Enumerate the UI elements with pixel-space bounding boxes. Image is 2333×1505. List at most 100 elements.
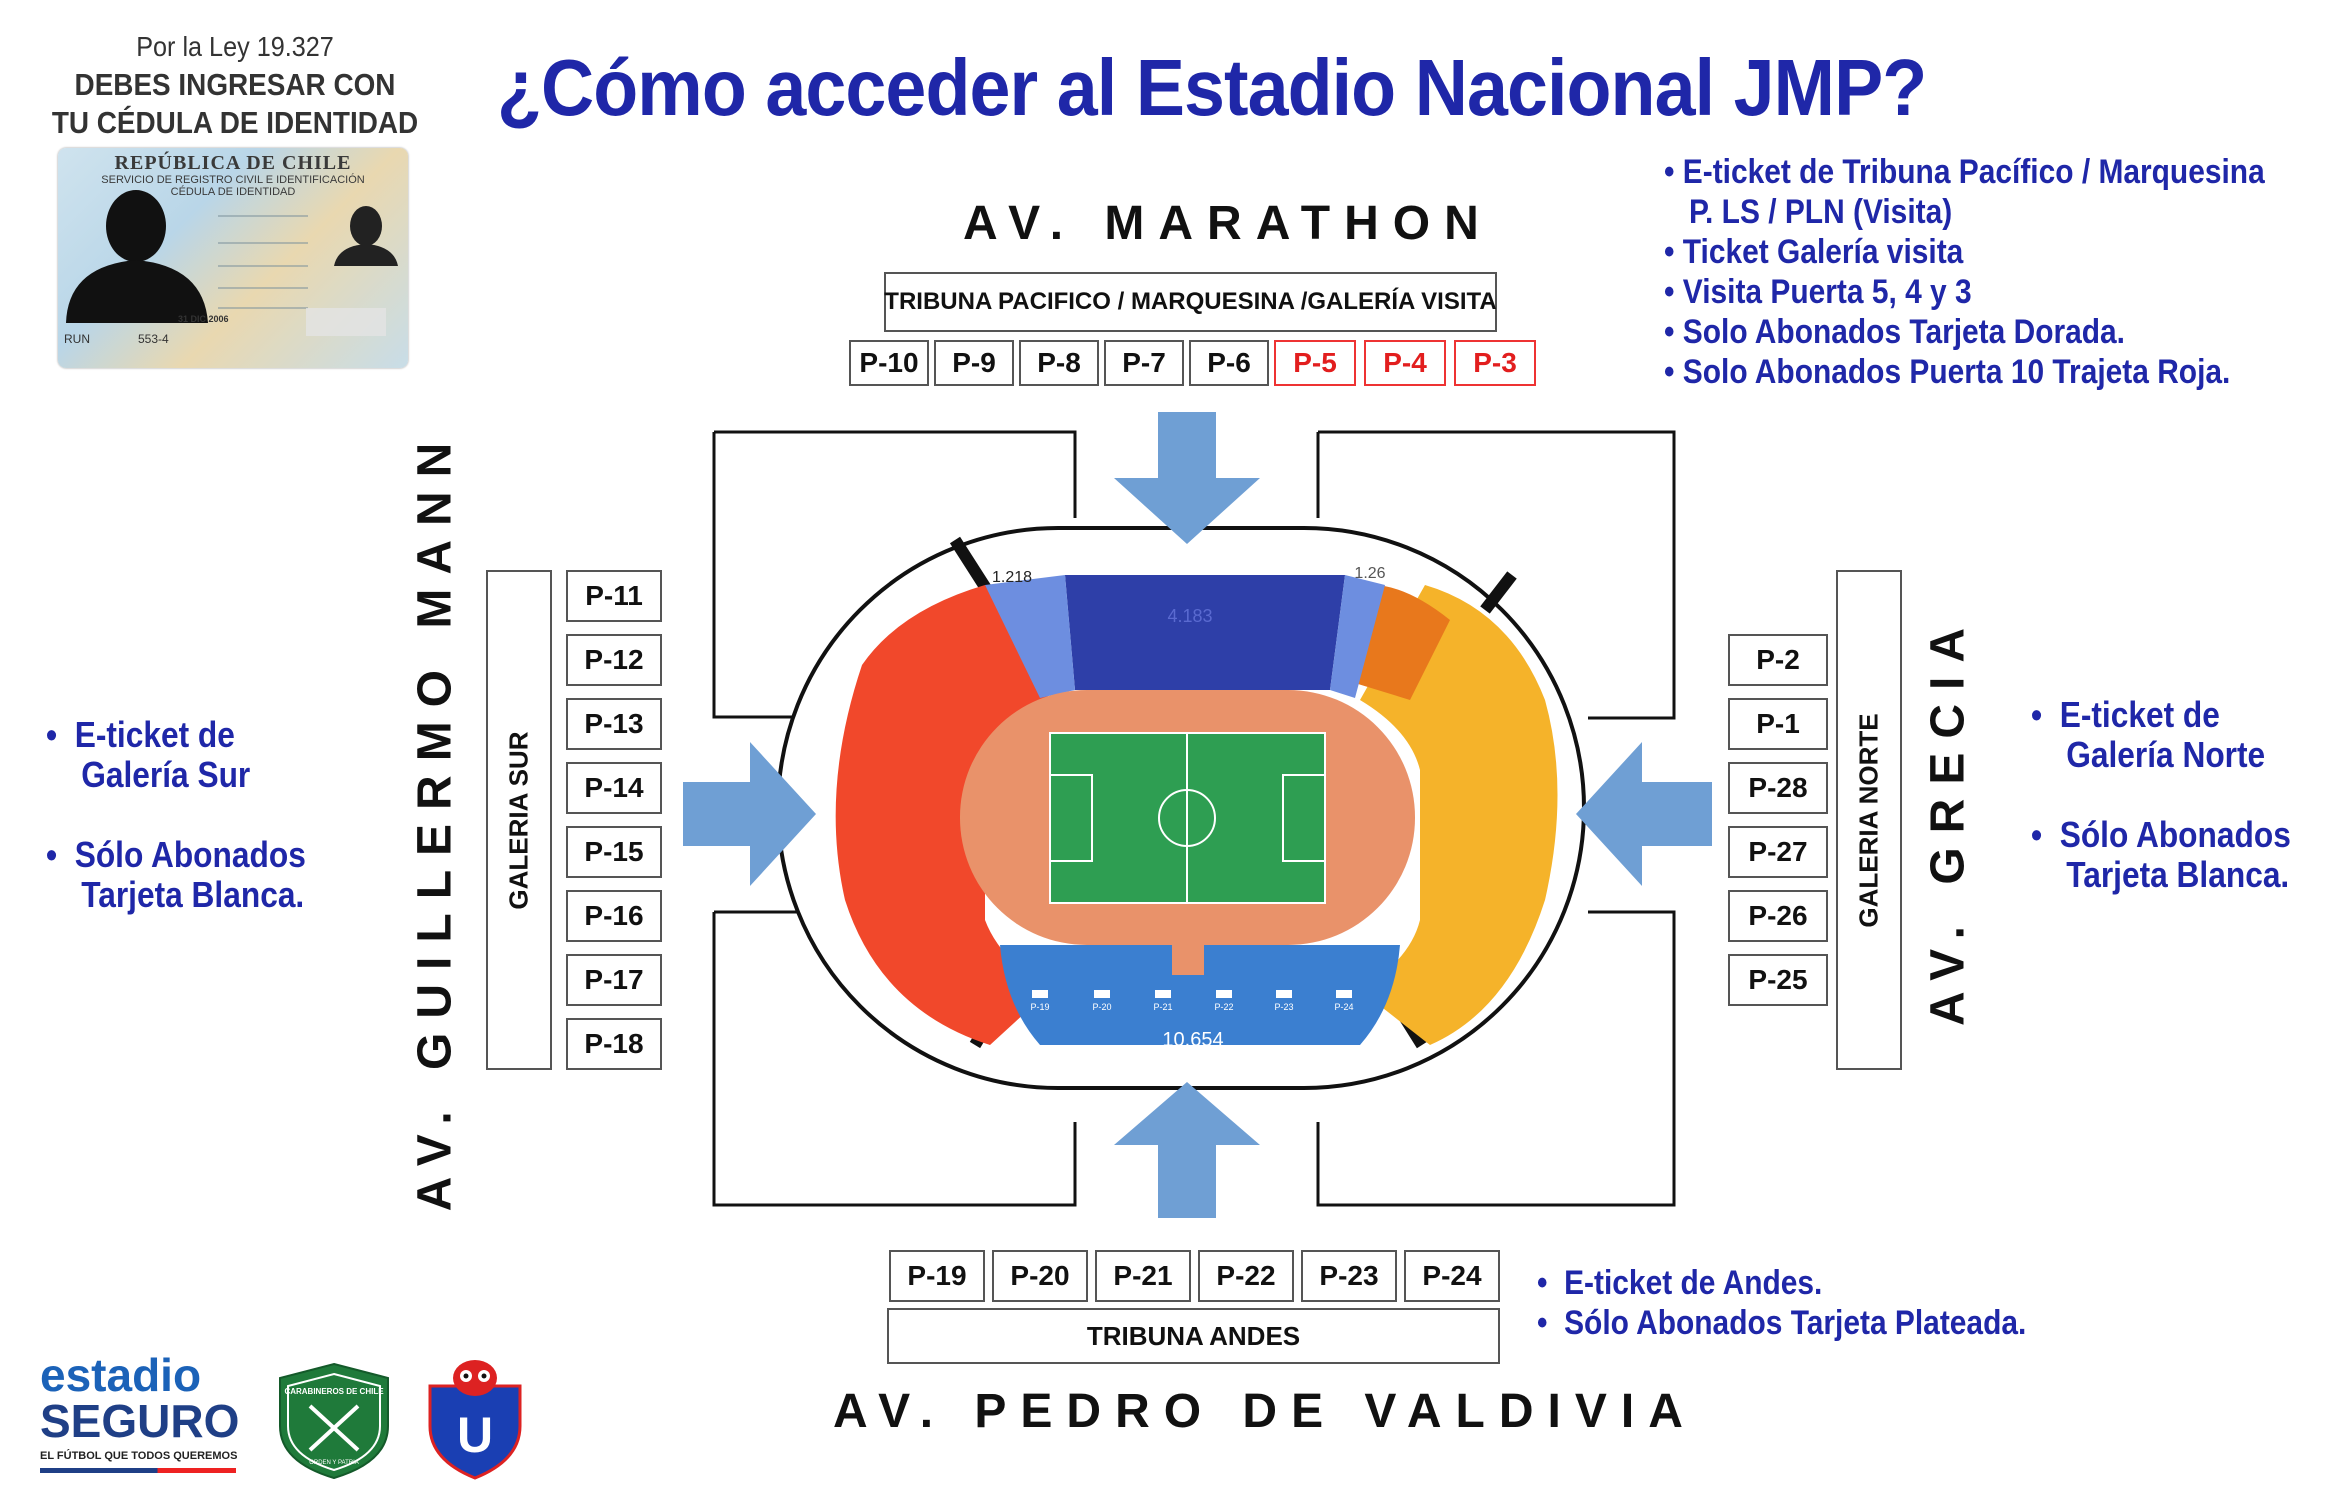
gate-p-12: P-12	[566, 634, 662, 686]
west-small-label: 1.218	[992, 569, 1032, 586]
section-south-box: TRIBUNA ANDES	[887, 1308, 1500, 1364]
gate-p-2: P-2	[1728, 634, 1828, 686]
south-stand-gate-marker	[1276, 990, 1292, 998]
id-card-run-value: 553-4	[138, 332, 169, 346]
south-stand-gate-label: P-23	[1274, 1002, 1293, 1012]
south-stand-gate-marker	[1216, 990, 1232, 998]
gate-p-15: P-15	[566, 826, 662, 878]
gate-p-18: P-18	[566, 1018, 662, 1070]
info-right-line: • Sólo Abonados	[2031, 814, 2291, 855]
south-capacity-label: 10.654	[1162, 1029, 1223, 1051]
south-stand-gate-label: P-21	[1153, 1002, 1172, 1012]
boundary-north-west	[714, 430, 1077, 518]
avenue-west: AV. GUILLERMO MANN	[408, 428, 462, 1212]
id-card-date: 31 DIC 2006	[178, 314, 229, 324]
law-line-2: DEBES INGRESAR CON	[74, 67, 396, 102]
arrow-north	[1114, 412, 1260, 544]
estadio-logo-stripe	[40, 1468, 236, 1473]
law-line-1: Por la Ley 19.327	[136, 31, 334, 62]
info-top-line: • Ticket Galería visita	[1664, 233, 1964, 271]
id-card-image: REPÚBLICA DE CHILE SERVICIO DE REGISTRO …	[58, 148, 408, 368]
info-left-line	[46, 795, 306, 835]
gate-p-28: P-28	[1728, 762, 1828, 814]
info-south: • E-ticket de Andes.• Sólo Abonados Tarj…	[1537, 1263, 2026, 1343]
south-stand-gate-label: P-19	[1030, 1002, 1049, 1012]
arrow-east	[1576, 742, 1712, 886]
gate-p-27: P-27	[1728, 826, 1828, 878]
avenue-north: AV. MARATHON	[963, 197, 1493, 250]
gate-p-21: P-21	[1095, 1250, 1191, 1302]
arrow-west	[683, 742, 816, 886]
carabineros-logo: CARABINEROS DE CHILE ORDEN Y PATRIA	[279, 1362, 389, 1480]
id-card-subtitle-2: CÉDULA DE IDENTIDAD	[170, 186, 296, 198]
arrow-south	[1114, 1082, 1260, 1218]
section-west-label: GALERIA SUR	[503, 730, 534, 910]
gate-p-9: P-9	[934, 340, 1014, 386]
gate-p-8: P-8	[1019, 340, 1099, 386]
id-card-run-label: RUN	[64, 332, 90, 346]
info-east: • E-ticket de Galería Norte • Sólo Abona…	[2031, 695, 2291, 895]
info-north: • E-ticket de Tribuna Pacífico / Marques…	[1664, 152, 2265, 392]
section-south-label: TRIBUNA ANDES	[1086, 1320, 1301, 1351]
info-left-line: Tarjeta Blanca.	[46, 874, 305, 915]
info-left-line: • Sólo Abonados	[46, 834, 306, 875]
info-right-line: Galería Norte	[2031, 734, 2266, 775]
gate-p-6: P-6	[1189, 340, 1269, 386]
universidad-de-chile-logo: U	[428, 1360, 522, 1480]
info-top-line: • Solo Abonados Tarjeta Dorada.	[1664, 313, 2126, 351]
section-west-box: GALERIA SUR	[486, 570, 552, 1070]
estadio-logo-line-2: SEGURO	[40, 1395, 240, 1447]
gate-p-19: P-19	[889, 1250, 985, 1302]
boundary-north-east	[1318, 430, 1676, 720]
gate-p-7: P-7	[1104, 340, 1184, 386]
gate-p-22: P-22	[1198, 1250, 1294, 1302]
south-stand-gate-marker	[1336, 990, 1352, 998]
info-top-line: P. LS / PLN (Visita)	[1664, 193, 1953, 231]
gate-p-20: P-20	[992, 1250, 1088, 1302]
section-east-box: GALERIA NORTE	[1836, 570, 1902, 1070]
south-stand-gate-marker	[1155, 990, 1171, 998]
south-stand-gate-label: P-24	[1334, 1002, 1353, 1012]
info-west: • E-ticket de Galería Sur • Sólo Abonado…	[46, 715, 306, 915]
estadio-seguro-logo: estadio SEGURO EL FÚTBOL QUE TODOS QUERE…	[40, 1352, 240, 1473]
info-right-line	[2031, 775, 2291, 815]
section-north-box: TRIBUNA PACIFICO / MARQUESINA /GALERÍA V…	[884, 272, 1497, 332]
south-stand-gate-marker	[1032, 990, 1048, 998]
info-left-line: • E-ticket de	[46, 714, 235, 755]
east-small-label: 1.26	[1354, 565, 1385, 582]
sector-east	[1360, 585, 1558, 1045]
avenue-south: AV. PEDRO DE VALDIVIA	[833, 1385, 1697, 1438]
gate-p-24: P-24	[1404, 1250, 1500, 1302]
info-bottom-line: • E-ticket de Andes.	[1537, 1264, 1823, 1302]
gate-p-16: P-16	[566, 890, 662, 942]
gate-p-4: P-4	[1364, 340, 1446, 386]
south-stand-gate-label: P-22	[1214, 1002, 1233, 1012]
gate-p-13: P-13	[566, 698, 662, 750]
gate-p-17: P-17	[566, 954, 662, 1006]
gate-p-5: P-5	[1274, 340, 1356, 386]
entry-arrows	[683, 412, 1712, 1218]
gate-p-25: P-25	[1728, 954, 1828, 1006]
gate-p-1: P-1	[1728, 698, 1828, 750]
info-top-line: • E-ticket de Tribuna Pacífico / Marques…	[1664, 153, 2265, 191]
estadio-logo-tagline: EL FÚTBOL QUE TODOS QUEREMOS	[40, 1450, 238, 1462]
u-letter: U	[457, 1407, 493, 1463]
id-card-silhouettes	[66, 190, 398, 336]
info-left-line: Galería Sur	[46, 754, 251, 795]
south-stand-gate-marker	[1094, 990, 1110, 998]
info-top-line: • Solo Abonados Puerta 10 Trajeta Roja.	[1664, 353, 2231, 391]
gate-p-11: P-11	[566, 570, 662, 622]
carabineros-top-text: CARABINEROS DE CHILE	[284, 1387, 384, 1396]
boundary-south-east	[1316, 910, 1676, 1207]
info-top-line: • Visita Puerta 5, 4 y 3	[1664, 273, 1972, 311]
north-capacity-label: 4.183	[1167, 606, 1212, 626]
south-stand-gate-label: P-20	[1092, 1002, 1111, 1012]
info-right-line: • E-ticket de	[2031, 694, 2220, 735]
id-card-subtitle-1: SERVICIO DE REGISTRO CIVIL E IDENTIFICAC…	[101, 174, 365, 186]
carabineros-bottom-text: ORDEN Y PATRIA	[309, 1460, 359, 1466]
gate-p-26: P-26	[1728, 890, 1828, 942]
section-north-label: TRIBUNA PACIFICO / MARQUESINA /GALERÍA V…	[884, 288, 1497, 315]
info-right-line: Tarjeta Blanca.	[2031, 854, 2290, 895]
id-card-header: REPÚBLICA DE CHILE	[114, 152, 352, 174]
